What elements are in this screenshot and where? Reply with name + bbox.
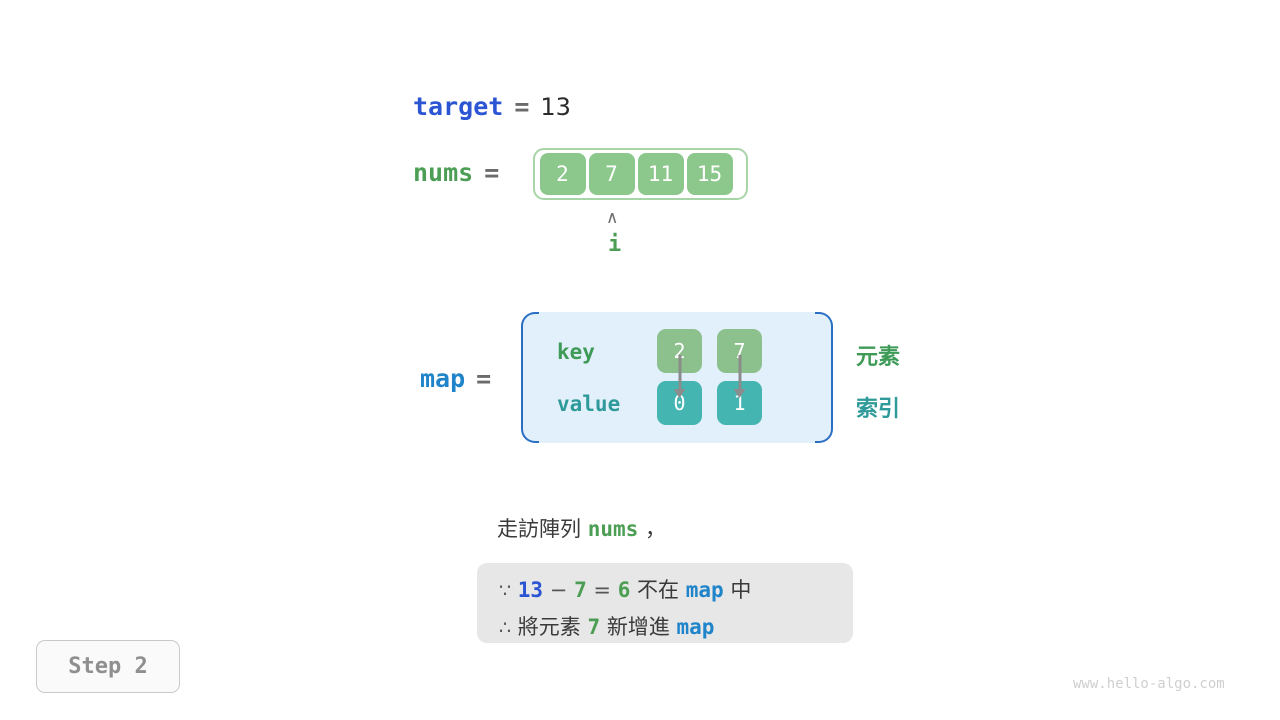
map-row: map = xyxy=(420,364,502,393)
note-line1-end-text: 中 xyxy=(730,578,752,602)
side-label-index: 索引 xyxy=(856,397,901,422)
note-minus-operator: − xyxy=(549,578,568,602)
watermark: www.hello-algo.com xyxy=(1073,676,1225,692)
note-target-value: 13 xyxy=(517,578,544,602)
note-line-2: ∴ 將元素 7 新增進 map xyxy=(499,609,831,646)
map-equals-sign: = xyxy=(476,364,492,393)
nums-cell: 7 xyxy=(588,153,635,195)
note-line2-mid-text: 新增進 xyxy=(606,615,670,639)
nums-row: nums = xyxy=(413,158,510,187)
map-variable-name: map xyxy=(420,364,466,393)
map-link-arrow-icon xyxy=(738,355,741,391)
note-line1-code-map: map xyxy=(685,578,724,602)
step-badge: Step 2 xyxy=(36,640,180,693)
side-label-element: 元素 xyxy=(856,345,901,370)
note-current-element: 7 xyxy=(574,578,587,602)
nums-equals-sign: = xyxy=(484,158,500,187)
note-line2-code-map: map xyxy=(676,615,715,639)
nums-cell: 11 xyxy=(637,153,684,195)
caption-suffix: ， xyxy=(644,517,666,541)
map-entry-column: 7 1 xyxy=(717,329,762,425)
map-key-row-label: key xyxy=(557,340,595,364)
caption-text: 走訪陣列 nums ， xyxy=(497,513,666,543)
target-row: target = 13 xyxy=(413,92,571,121)
target-variable-name: target xyxy=(413,92,504,121)
target-equals-sign: = xyxy=(514,92,530,121)
caption-prefix: 走訪陣列 xyxy=(497,517,581,541)
nums-cell: 15 xyxy=(686,153,733,195)
caption-code-nums: nums xyxy=(587,517,639,541)
note-line2-element: 7 xyxy=(587,615,601,639)
therefore-symbol: ∴ xyxy=(499,617,512,639)
note-equals-operator: = xyxy=(593,578,612,602)
note-line2-start-text: 將元素 xyxy=(517,615,581,639)
target-value: 13 xyxy=(540,93,571,121)
pointer-caret-icon: ∧ xyxy=(606,208,619,228)
note-complement-value: 6 xyxy=(617,578,631,602)
nums-array-container: 2 7 11 15 xyxy=(533,148,748,200)
nums-variable-name: nums xyxy=(413,158,474,187)
pointer-label-i: i xyxy=(608,232,622,257)
explanation-note-box: ∵ 13 − 7 = 6 不在 map 中 ∴ 將元素 7 新增進 map xyxy=(477,563,853,643)
nums-cell: 2 xyxy=(539,153,586,195)
map-value-row-label: value xyxy=(557,392,621,416)
map-link-arrow-icon xyxy=(678,355,681,391)
note-line-1: ∵ 13 − 7 = 6 不在 map 中 xyxy=(499,572,831,609)
map-container: key value 2 0 7 1 xyxy=(521,312,833,443)
because-symbol: ∵ xyxy=(499,580,512,602)
map-entry-column: 2 0 xyxy=(657,329,702,425)
note-line1-mid-text: 不在 xyxy=(637,578,680,602)
